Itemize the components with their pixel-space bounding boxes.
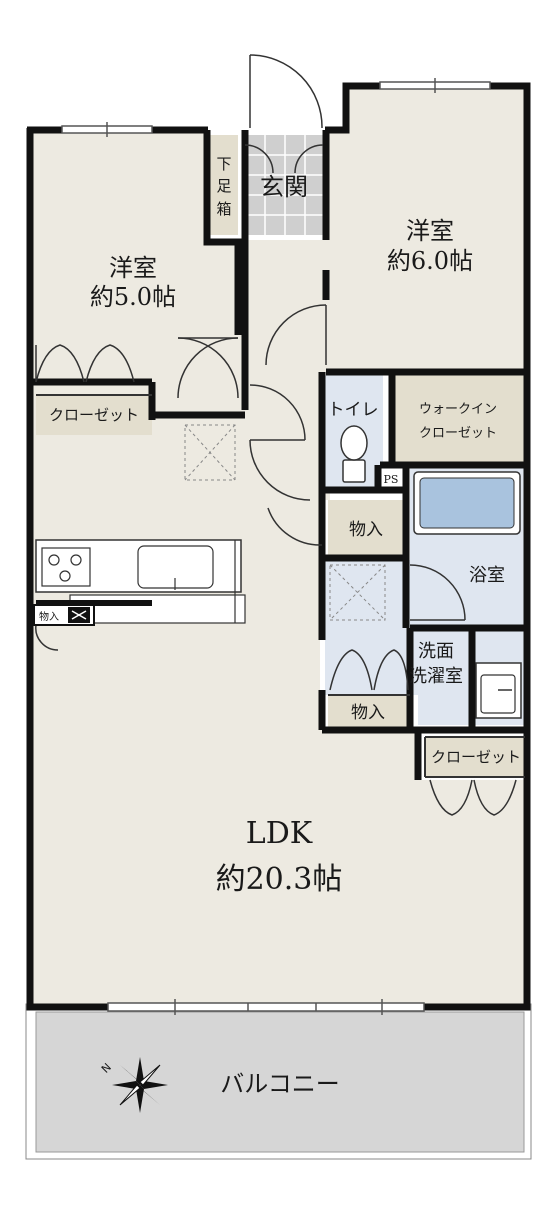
ldk-name: LDK [246, 816, 313, 851]
washbasin [475, 662, 522, 719]
bathroom-label: 浴室 [469, 565, 505, 586]
pipe-space-label: PS [384, 473, 399, 486]
ldk-size: 約20.3帖 [216, 862, 343, 897]
toilet-label: トイレ [328, 400, 379, 420]
walk-in-closet-label-1: ウォークイン [419, 402, 497, 417]
storage-2-label: 物入 [351, 703, 385, 723]
western-room-2-size: 約6.0帖 [387, 247, 473, 275]
closet-2-label: クローゼット [431, 748, 521, 766]
walls [26, 82, 531, 1011]
room-floors [30, 86, 525, 1007]
toilet-fixture [340, 425, 368, 483]
entrance-tiles [245, 135, 323, 235]
balcony-label: バルコニー [220, 1070, 340, 1098]
washroom-label-1: 洗面 [418, 641, 454, 662]
closet-1-label: クローゼット [49, 406, 139, 424]
storage-small-label: 物入 [39, 610, 59, 623]
western-room-1-size: 約5.0帖 [90, 283, 176, 311]
walk-in-closet-label-2: クローゼット [419, 426, 497, 441]
windows [61, 78, 491, 1015]
entrance-label: 玄関 [260, 173, 308, 201]
western-room-2-name: 洋室 [406, 217, 454, 245]
shoe-box-label-1: 下 [216, 155, 231, 173]
thin-walls [36, 394, 525, 778]
closet-doors [35, 344, 517, 816]
bathtub [413, 471, 521, 535]
shoe-box-label-2: 足 [216, 177, 231, 195]
western-room-1-name: 洋室 [109, 254, 157, 282]
doors [35, 54, 466, 651]
compass-north-star-icon [112, 1057, 168, 1113]
storage-1-label: 物入 [349, 520, 383, 540]
balcony [25, 1003, 532, 1160]
shoe-box-label-3: 箱 [216, 200, 231, 218]
kitchen-counter [35, 539, 246, 624]
small-storage-block [33, 604, 95, 626]
washroom-label-2: 洗濯室 [409, 666, 463, 687]
storage-x-boxes [184, 424, 386, 621]
